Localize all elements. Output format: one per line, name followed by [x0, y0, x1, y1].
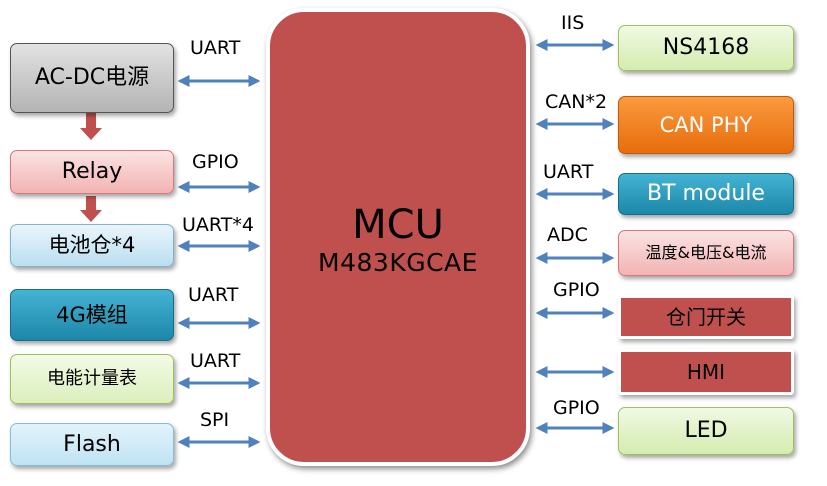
- sensor-box: 温度&电压&电流: [618, 230, 794, 276]
- battery-label: 电池仓*4: [48, 233, 136, 258]
- acdc-power-box: AC-DC电源: [10, 43, 174, 113]
- mcu-model: M483KGCAE: [318, 248, 478, 277]
- energy-meter-box: 电能计量表: [10, 354, 174, 404]
- iface-meter: UART: [190, 350, 241, 372]
- down-arrow-relay-battery: [80, 196, 102, 222]
- down-arrow-acdc-relay: [80, 112, 102, 140]
- iface-canphy: CAN*2: [545, 91, 608, 113]
- bt-module-label: BT module: [647, 181, 765, 207]
- iface-sensor: ADC: [547, 224, 588, 246]
- iface-acdc: UART: [190, 37, 241, 59]
- iface-bt: UART: [543, 161, 594, 183]
- energy-meter-label: 电能计量表: [47, 367, 137, 389]
- hmi-label: HMI: [686, 359, 726, 384]
- relay-box: Relay: [10, 150, 174, 194]
- mcu-title: MCU: [352, 202, 444, 248]
- iface-ns4168: IIS: [561, 12, 585, 34]
- led-box: LED: [618, 407, 794, 455]
- mcu-block: MCU M483KGCAE: [266, 8, 530, 466]
- ns4168-label: NS4168: [662, 35, 750, 61]
- door-switch-box: 仓门开关: [618, 295, 794, 339]
- can-phy-label: CAN PHY: [659, 112, 753, 137]
- 4g-module-box: 4G模组: [10, 289, 174, 341]
- sensor-label: 温度&电压&电流: [645, 243, 767, 262]
- battery-box: 电池仓*4: [10, 224, 174, 267]
- relay-label: Relay: [61, 159, 123, 185]
- hmi-box: HMI: [618, 349, 794, 395]
- bt-module-box: BT module: [618, 173, 794, 215]
- can-phy-box: CAN PHY: [618, 96, 794, 154]
- iface-4g: UART: [188, 284, 239, 306]
- led-label: LED: [684, 418, 728, 444]
- 4g-module-label: 4G模组: [56, 302, 128, 327]
- iface-led: GPIO: [553, 397, 600, 419]
- flash-box: Flash: [10, 423, 174, 466]
- iface-flash: SPI: [200, 409, 230, 431]
- ns4168-box: NS4168: [618, 25, 794, 71]
- iface-relay: GPIO: [192, 151, 239, 173]
- iface-battery: UART*4: [182, 214, 254, 236]
- flash-label: Flash: [63, 431, 121, 457]
- acdc-power-label: AC-DC电源: [34, 65, 150, 91]
- iface-door: GPIO: [553, 279, 600, 301]
- door-switch-label: 仓门开关: [666, 304, 746, 329]
